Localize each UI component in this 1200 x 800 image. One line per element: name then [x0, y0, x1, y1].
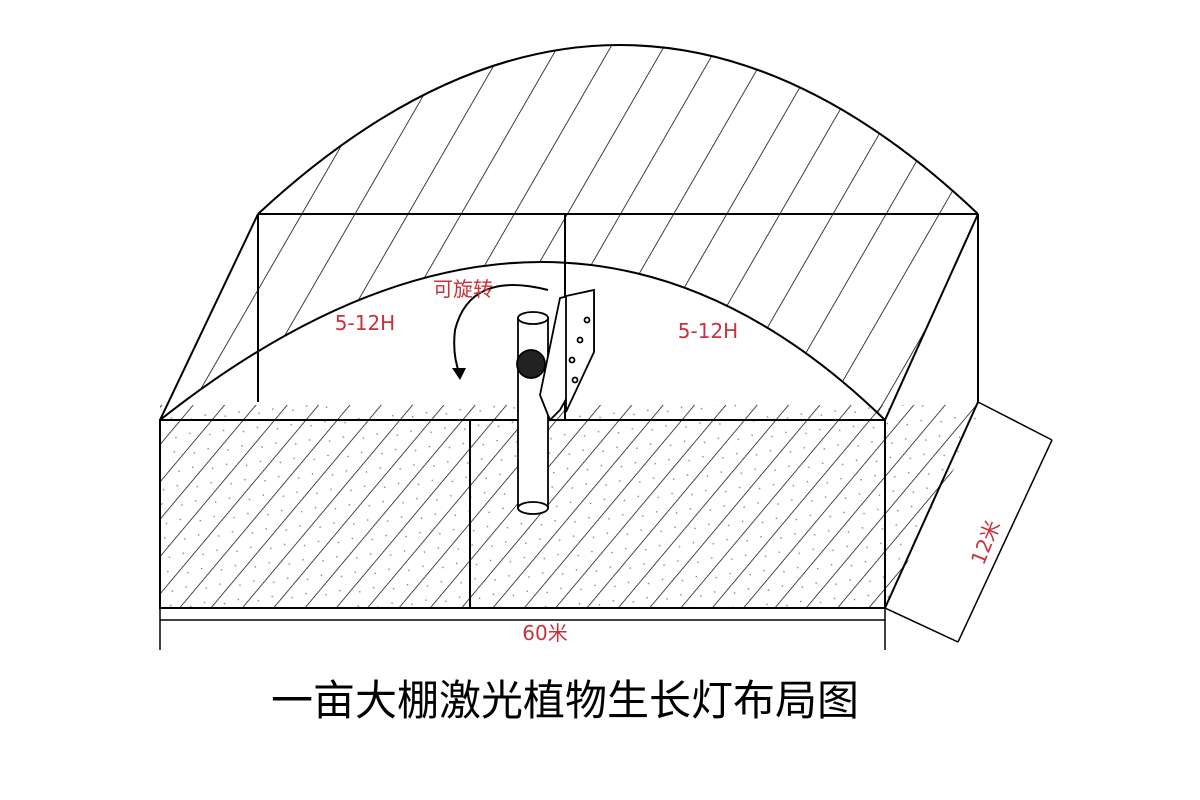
- diagram-title: 一亩大棚激光植物生长灯布局图: [271, 676, 859, 725]
- rotate-arrow-icon: [453, 284, 549, 376]
- rotate-label: 可旋转: [433, 277, 493, 301]
- width-label: 12米: [966, 517, 1005, 568]
- dimension-lines: [159, 401, 1053, 650]
- right-duration-label: 5-12H: [678, 319, 738, 343]
- roof-hatch: [160, 45, 978, 420]
- lamp-head-icon: [516, 349, 546, 379]
- length-label: 60米: [522, 621, 567, 645]
- left-duration-label: 5-12H: [335, 311, 395, 335]
- ground-hatch: [160, 405, 978, 608]
- laser-grow-light: [516, 288, 595, 515]
